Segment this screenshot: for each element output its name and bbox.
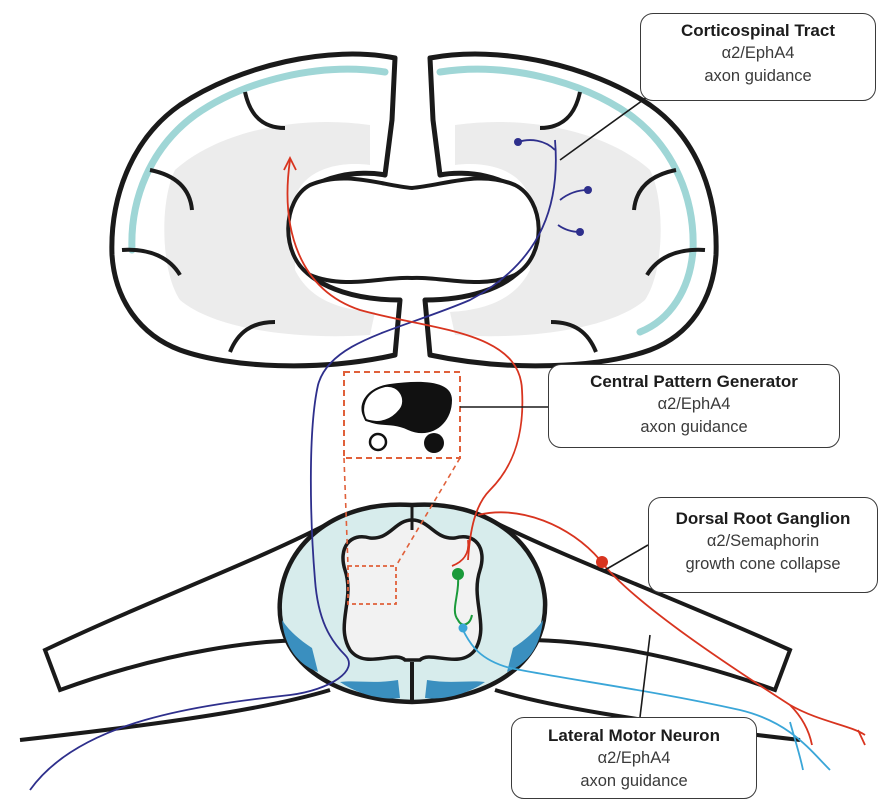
brain-section bbox=[112, 54, 716, 366]
callout-corticospinal-line1: α2/EphA4 bbox=[641, 42, 875, 65]
callout-dorsal-root-ganglion: Dorsal Root Ganglion α2/Semaphorin growt… bbox=[648, 497, 878, 593]
cpg-node-black bbox=[424, 433, 444, 453]
cpg-node-white bbox=[370, 434, 386, 450]
corticospinal-terminal-2 bbox=[584, 186, 592, 194]
callout-cpg-line2: axon guidance bbox=[549, 416, 839, 439]
ventricle bbox=[288, 178, 538, 282]
callout-cpg-line1: α2/EphA4 bbox=[549, 393, 839, 416]
callout-corticospinal-title: Corticospinal Tract bbox=[641, 19, 875, 42]
callout-drg-title: Dorsal Root Ganglion bbox=[649, 507, 877, 530]
callout-lmn-line1: α2/EphA4 bbox=[512, 747, 756, 770]
leader-drg bbox=[605, 545, 648, 570]
leader-lmn bbox=[640, 635, 650, 717]
callout-drg-line1: α2/Semaphorin bbox=[649, 530, 877, 553]
callout-lateral-motor-neuron: Lateral Motor Neuron α2/EphA4 axon guida… bbox=[511, 717, 757, 799]
motor-axon-branch bbox=[790, 722, 803, 770]
interneuron-soma bbox=[452, 568, 464, 580]
corticospinal-terminal-1 bbox=[514, 138, 522, 146]
grey-matter bbox=[343, 520, 482, 660]
ventral-root-left bbox=[20, 690, 330, 740]
callout-central-pattern-generator: Central Pattern Generator α2/EphA4 axon … bbox=[548, 364, 840, 448]
callout-lmn-title: Lateral Motor Neuron bbox=[512, 724, 756, 747]
motor-neuron-soma bbox=[459, 624, 468, 633]
corticospinal-terminal-3 bbox=[576, 228, 584, 236]
callout-lmn-line2: axon guidance bbox=[512, 770, 756, 793]
drg-cell-body bbox=[596, 556, 608, 568]
callout-corticospinal-tract: Corticospinal Tract α2/EphA4 axon guidan… bbox=[640, 13, 876, 101]
callout-cpg-title: Central Pattern Generator bbox=[549, 370, 839, 393]
callout-drg-line2: growth cone collapse bbox=[649, 553, 877, 576]
callout-corticospinal-line2: axon guidance bbox=[641, 65, 875, 88]
